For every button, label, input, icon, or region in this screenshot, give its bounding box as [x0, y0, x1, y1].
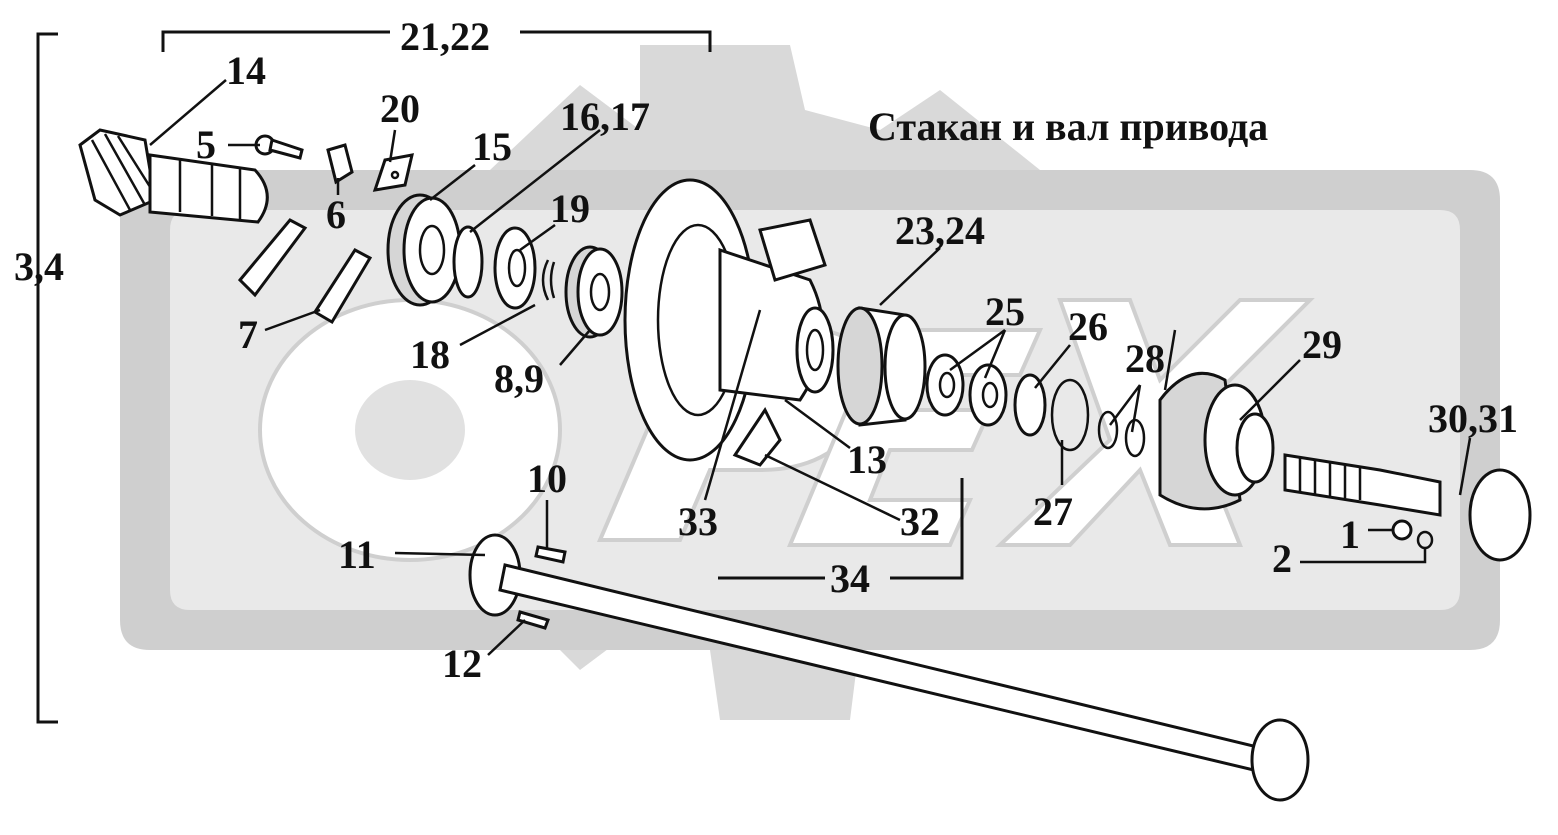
part-wedge-32 — [732, 407, 782, 467]
label-30-31: 30,31 — [1428, 396, 1518, 441]
label-26: 26 — [1068, 304, 1108, 349]
label-8-9: 8,9 — [494, 356, 544, 401]
label-33: 33 — [678, 499, 718, 544]
label-11: 11 — [338, 532, 376, 577]
label-6: 6 — [326, 192, 346, 237]
part-bearing-15 — [386, 193, 462, 307]
part-rings-25 — [925, 353, 1008, 427]
label-27: 27 — [1033, 489, 1073, 534]
bracket-3-4 — [36, 32, 58, 724]
diagram-title: Стакан и вал привода — [868, 104, 1268, 149]
label-12: 12 — [442, 641, 482, 686]
part-flange-29 — [1158, 371, 1275, 511]
part-nut-1 — [1391, 519, 1413, 541]
part-bearing-8-9 — [564, 245, 624, 339]
label-7: 7 — [238, 312, 258, 357]
part-circlip-27 — [1050, 378, 1090, 452]
label-3-4: 3,4 — [14, 244, 64, 289]
bracket-34 — [718, 478, 964, 580]
part-snap-ring-18 — [541, 259, 556, 301]
part-lock-plates-7 — [237, 218, 373, 325]
label-1: 1 — [1340, 512, 1360, 557]
label-28: 28 — [1125, 336, 1165, 381]
label-15: 15 — [472, 124, 512, 169]
label-29: 29 — [1302, 322, 1342, 367]
label-34: 34 — [830, 556, 870, 601]
label-10: 10 — [527, 456, 567, 501]
label-32: 32 — [900, 499, 940, 544]
label-2: 2 — [1272, 536, 1292, 581]
watermark-letter-x — [995, 298, 1315, 547]
part-lock-plate-6 — [326, 143, 354, 185]
part-pinion-shaft — [78, 128, 269, 224]
label-16-17: 16,17 — [560, 94, 650, 139]
label-18: 18 — [410, 332, 450, 377]
part-washer-19 — [493, 226, 537, 310]
part-washer-26 — [1013, 373, 1047, 437]
label-19: 19 — [550, 186, 590, 231]
part-sleeve-23-24 — [836, 306, 927, 427]
part-shim-16-17 — [452, 225, 484, 299]
part-bolt-12 — [516, 610, 550, 630]
label-14: 14 — [226, 48, 266, 93]
label-5: 5 — [196, 122, 216, 167]
label-13: 13 — [847, 437, 887, 482]
leader-lines — [149, 79, 1472, 656]
part-labels: 3,4 21,22 14 5 20 15 16,17 19 6 7 18 8,9… — [14, 14, 1518, 686]
bracket-21-22 — [161, 30, 712, 52]
part-bolt-10 — [534, 545, 567, 564]
part-drive-shaft-11 — [468, 533, 1310, 802]
part-bolt-5 — [254, 134, 304, 160]
part-output-shaft-30-31 — [1283, 453, 1532, 562]
label-23-24: 23,24 — [895, 208, 985, 253]
part-clip-20 — [372, 153, 414, 192]
label-21-22: 21,22 — [400, 14, 490, 59]
label-25: 25 — [985, 289, 1025, 334]
label-20: 20 — [380, 86, 420, 131]
